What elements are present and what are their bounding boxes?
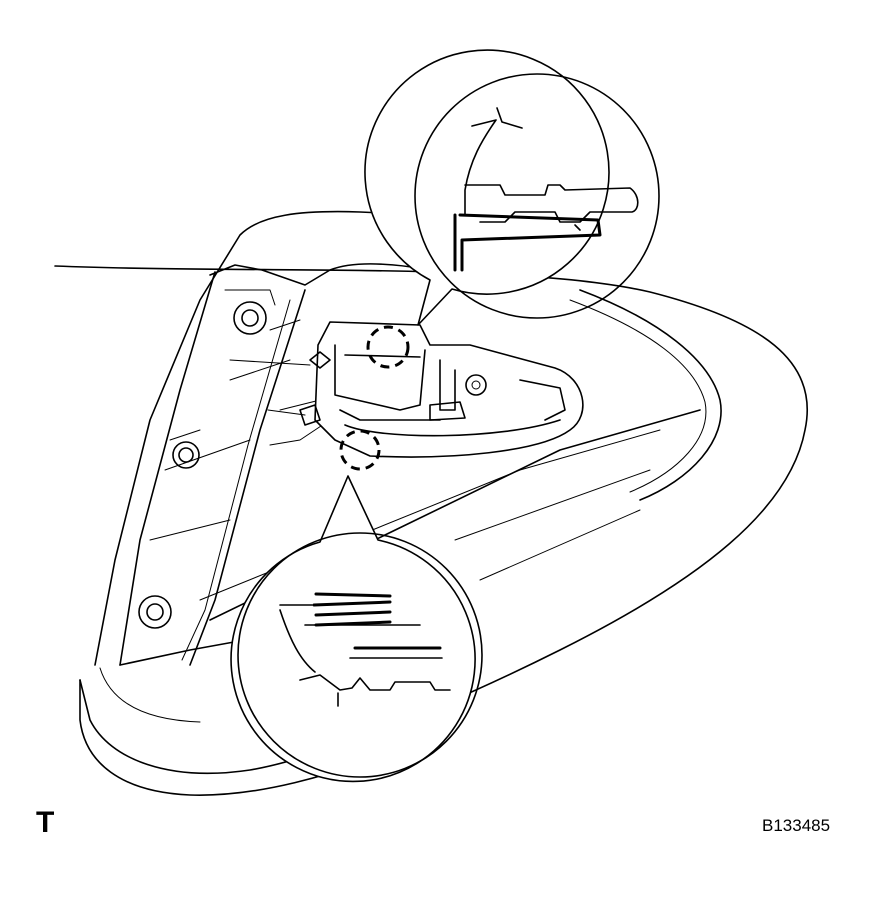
spring-clip-icon	[230, 475, 483, 783]
inside-handle-icon	[229, 321, 584, 471]
view-label: T	[36, 806, 55, 839]
figure-code: B133485	[762, 816, 831, 835]
detail-callout-icon	[364, 49, 660, 326]
